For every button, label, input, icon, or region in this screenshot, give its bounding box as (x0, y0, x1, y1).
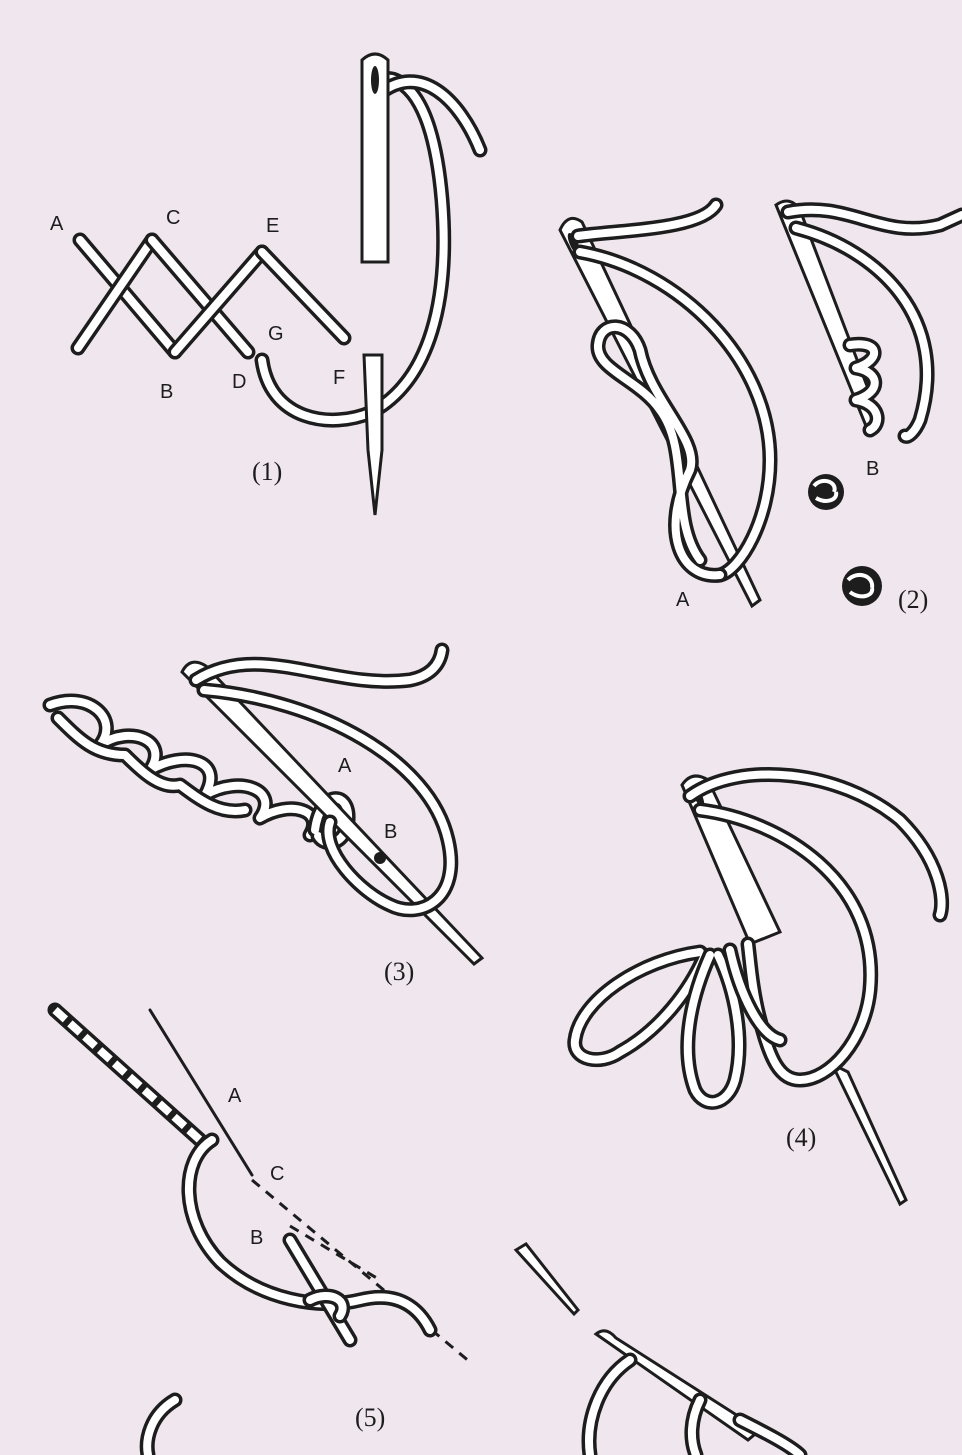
point-b-dot (374, 852, 386, 864)
point-label-d: D (232, 371, 246, 393)
figure-3-chain-stitch: A B (3) (50, 650, 482, 986)
needle-icon (682, 776, 780, 944)
point-label-a: A (50, 213, 64, 235)
needle-icon (516, 1244, 578, 1314)
point-label-b: B (866, 458, 879, 480)
stitch-line-dashed (252, 1180, 470, 1362)
point-label-b: B (160, 381, 173, 403)
point-label-b: B (384, 821, 397, 843)
figure-1-herringbone: A C E B D G F (1) (50, 54, 480, 515)
needle-icon (362, 54, 388, 262)
figure-4-lazy-daisy: (4) (575, 774, 942, 1204)
knot-thread (578, 205, 770, 575)
figure-3-caption: (3) (384, 957, 414, 986)
point-label-c: C (166, 207, 180, 229)
knot-icon (842, 566, 882, 606)
needle-icon (364, 355, 382, 515)
twisted-thread (55, 1010, 200, 1140)
stem-thread (189, 1140, 430, 1340)
point-label-g: G (268, 323, 284, 345)
point-label-b: B (250, 1227, 263, 1249)
figure-2-french-knot: A B (2) (560, 201, 962, 614)
point-label-e: E (266, 215, 279, 237)
figure-2-caption: (2) (898, 585, 928, 614)
figure-4-caption: (4) (786, 1123, 816, 1152)
needle-icon (832, 1064, 906, 1204)
point-label-c: C (270, 1163, 284, 1185)
herringbone-thread (78, 79, 480, 420)
stem-thread (147, 1360, 800, 1455)
figure-5-caption: (5) (355, 1403, 385, 1432)
figure-1-caption: (1) (252, 457, 282, 486)
point-label-a: A (676, 589, 690, 611)
point-label-f: F (333, 367, 345, 389)
point-label-a: A (228, 1085, 242, 1107)
knot-icon (808, 474, 844, 510)
figure-1-point-labels: A C E B D G F (50, 207, 345, 403)
point-label-a: A (338, 755, 352, 777)
